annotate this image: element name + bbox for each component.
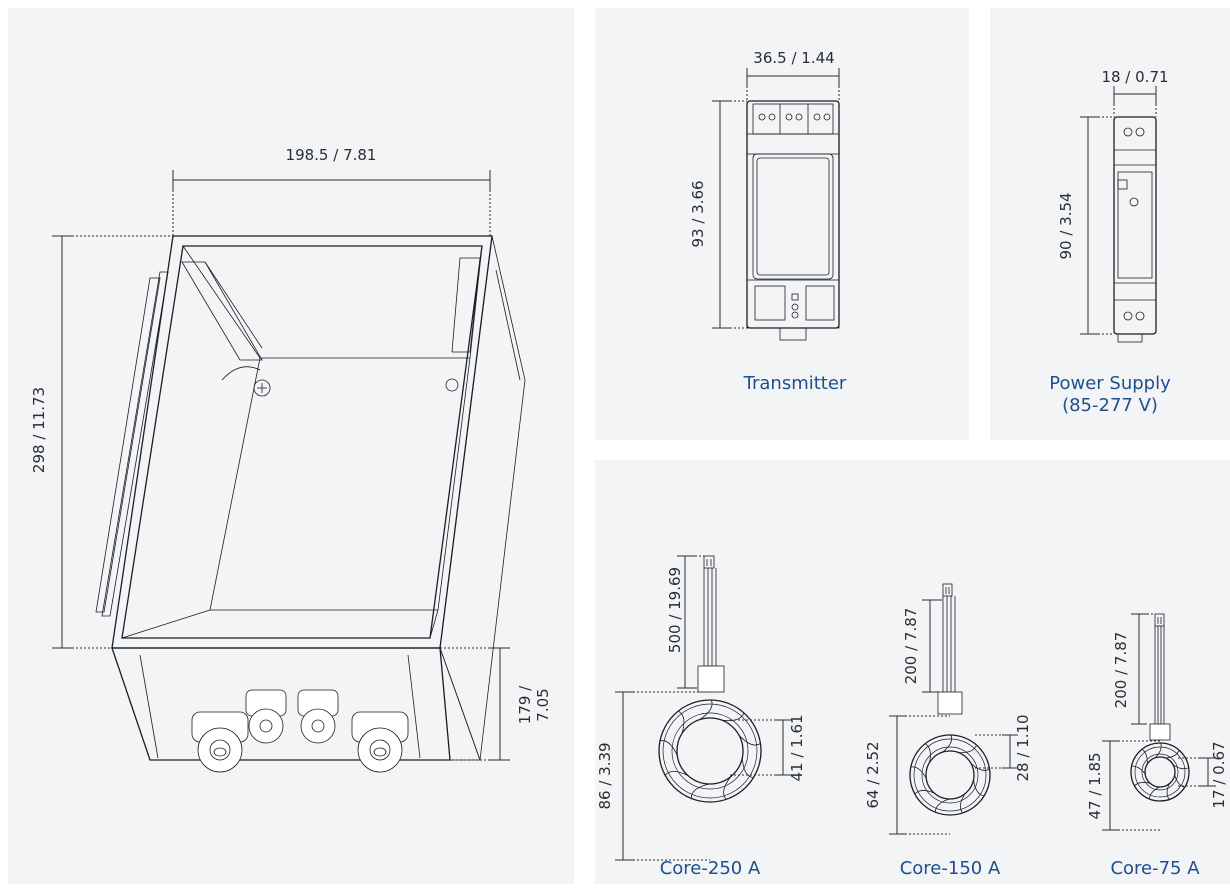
cable-gland-icon	[191, 711, 249, 773]
transmitter-caption: Transmitter	[743, 373, 847, 394]
winding-wrap	[678, 710, 685, 734]
winding-wrap	[1165, 750, 1180, 759]
core-250-lead-dim: 500 / 19.69	[666, 567, 684, 653]
transmitter-height-dim: 93 / 3.66	[689, 180, 707, 247]
core-75-outer-dim: 47 / 1.85	[1086, 752, 1104, 819]
power-supply-panel	[990, 8, 1230, 440]
core-250-outer-dim: 86 / 3.39	[596, 742, 614, 809]
core-250-caption: Core-250 A	[659, 858, 761, 879]
winding-wrap	[1154, 742, 1162, 759]
transmitter-drawing: 36.5 / 1.44 93 / 3.66	[689, 49, 840, 341]
winding-wrap	[741, 757, 754, 779]
winding-wrap	[1166, 783, 1170, 800]
enclosure-depth-dim-1: 179 /	[516, 685, 534, 724]
core-150-lead-dim: 200 / 7.87	[902, 608, 920, 685]
cable-gland-icon	[297, 689, 339, 744]
winding-wrap	[722, 712, 745, 722]
core-75-lead-dim: 200 / 7.87	[1112, 632, 1130, 709]
current-transformer-150-drawing: 200 / 7.87 64 / 2.52 28 / 1.10	[864, 583, 1032, 835]
winding-wrap	[738, 734, 761, 746]
winding-wrap	[914, 790, 935, 795]
winding-wrap	[934, 798, 950, 813]
winding-wrap	[1172, 764, 1189, 770]
winding-wrap	[1141, 748, 1148, 765]
winding-wrap	[958, 744, 977, 754]
power-supply-width-dim: 18 / 0.71	[1101, 68, 1168, 86]
winding-wrap	[659, 740, 678, 757]
power-supply-caption-line2: (85-277 V)	[1062, 395, 1158, 416]
winding-wrap	[690, 783, 710, 799]
core-150-outer-dim: 64 / 2.52	[864, 741, 882, 808]
winding-wrap	[699, 699, 713, 721]
power-supply-caption-line1: Power Supply	[1049, 373, 1171, 394]
enclosure-depth-dim-2: 7.05	[534, 688, 552, 721]
enclosure-height-dim: 298 / 11.73	[30, 387, 48, 473]
winding-wrap	[910, 766, 927, 779]
enclosure-width-dim: 198.5 / 7.81	[286, 146, 377, 164]
power-supply-drawing: 18 / 0.71 90 / 3.54	[1057, 68, 1169, 343]
winding-wrap	[723, 776, 731, 800]
winding-wraps	[659, 699, 1189, 814]
current-transformer-250-drawing: 500 / 19.69 86 / 3.39 41 / 1.61	[596, 555, 806, 861]
core-75-inner-dim: 17 / 0.67	[1210, 741, 1228, 808]
winding-wrap	[1131, 765, 1146, 775]
transmitter-panel	[595, 8, 969, 440]
winding-wrap	[970, 763, 990, 771]
enclosure-drawing: 198.5 / 7.81 298 / 11.73 179 / 7.05	[30, 146, 552, 773]
winding-wrap	[1134, 781, 1151, 787]
cable-gland-icon	[351, 711, 409, 773]
winding-wrap	[664, 770, 689, 777]
power-supply-height-dim: 90 / 3.54	[1057, 192, 1075, 259]
cable-gland-icon	[245, 689, 287, 744]
winding-wrap	[973, 779, 985, 797]
core-150-caption: Core-150 A	[899, 858, 1001, 879]
current-transformer-75-drawing: 200 / 7.87 47 / 1.85 17 / 0.67	[1086, 613, 1228, 831]
winding-wrap	[924, 743, 931, 763]
core-250-inner-dim: 41 / 1.61	[788, 714, 806, 781]
winding-wrap	[1174, 774, 1185, 788]
enclosure-panel	[8, 8, 574, 884]
core-150-inner-dim: 28 / 1.10	[1014, 714, 1032, 781]
transmitter-width-dim: 36.5 / 1.44	[753, 49, 834, 67]
core-75-caption: Core-75 A	[1110, 858, 1200, 879]
winding-wrap	[942, 734, 953, 753]
winding-wrap	[959, 793, 966, 814]
winding-wrap	[1149, 786, 1160, 800]
